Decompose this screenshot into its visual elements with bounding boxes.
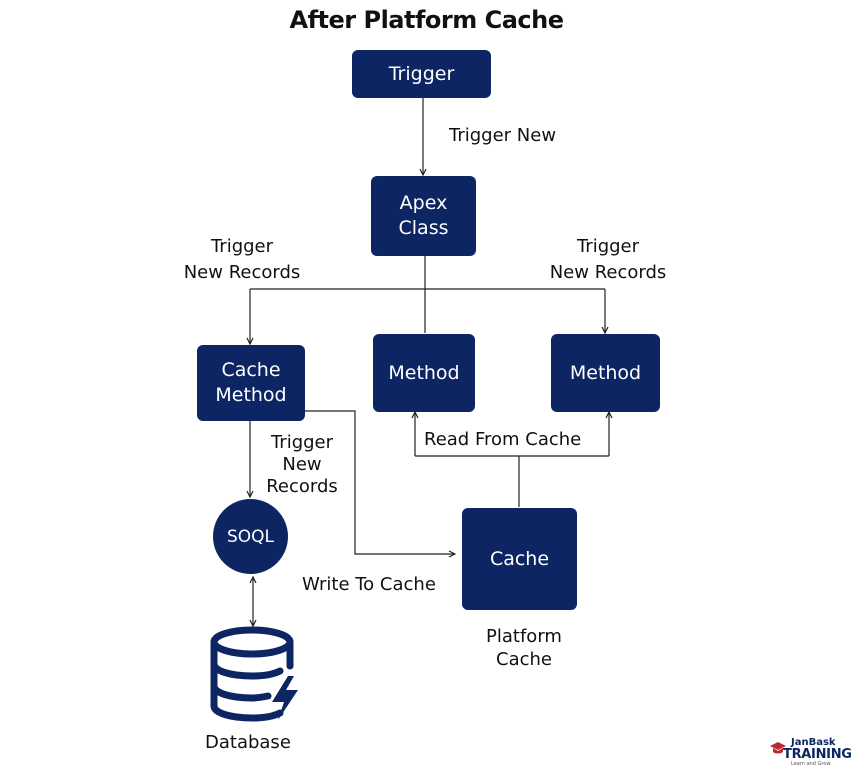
soql-trigger-new-records-label: Trigger New Records bbox=[266, 432, 338, 497]
graduation-cap-icon bbox=[770, 742, 786, 754]
read-from-cache-label: Read From Cache bbox=[424, 429, 582, 450]
cache-method-node: Cache Method bbox=[197, 345, 305, 421]
right-trigger-new-records-label: Trigger New Records bbox=[549, 236, 667, 283]
brand-logo: JanBask TRAINING Learn and Grow bbox=[769, 737, 852, 767]
apex-class-node: Apex Class bbox=[371, 176, 476, 256]
soql-node-label: SOQL bbox=[226, 526, 275, 547]
left-trigger-new-records-label: Trigger New Records bbox=[183, 236, 301, 283]
write-to-cache-label: Write To Cache bbox=[302, 574, 436, 595]
trigger-node-label: Trigger bbox=[388, 62, 455, 85]
platform-cache-label: Platform Cache bbox=[486, 626, 562, 670]
database-bolt-icon bbox=[210, 626, 298, 722]
diagram-title: After Platform Cache bbox=[289, 6, 564, 34]
method-node-2: Method bbox=[551, 334, 660, 412]
method-node-1: Method bbox=[373, 334, 475, 412]
trigger-new-label: Trigger New bbox=[449, 125, 557, 146]
cache-node-label: Cache bbox=[489, 547, 550, 570]
brand-tagline: Learn and Grow bbox=[791, 761, 831, 767]
brand-name-top: JanBask bbox=[791, 737, 836, 748]
cache-method-node-label: Cache Method bbox=[215, 359, 287, 406]
edge-write-to-cache bbox=[304, 410, 455, 554]
method-node-2-label: Method bbox=[569, 361, 642, 384]
trigger-node: Trigger bbox=[352, 50, 491, 98]
brand-name-main: TRAINING bbox=[783, 747, 852, 762]
database-label: Database bbox=[205, 732, 291, 753]
apex-class-node-label: Apex Class bbox=[398, 192, 449, 239]
soql-node: SOQL bbox=[213, 499, 288, 574]
cache-node: Cache bbox=[462, 508, 577, 610]
method-node-1-label: Method bbox=[388, 361, 460, 384]
